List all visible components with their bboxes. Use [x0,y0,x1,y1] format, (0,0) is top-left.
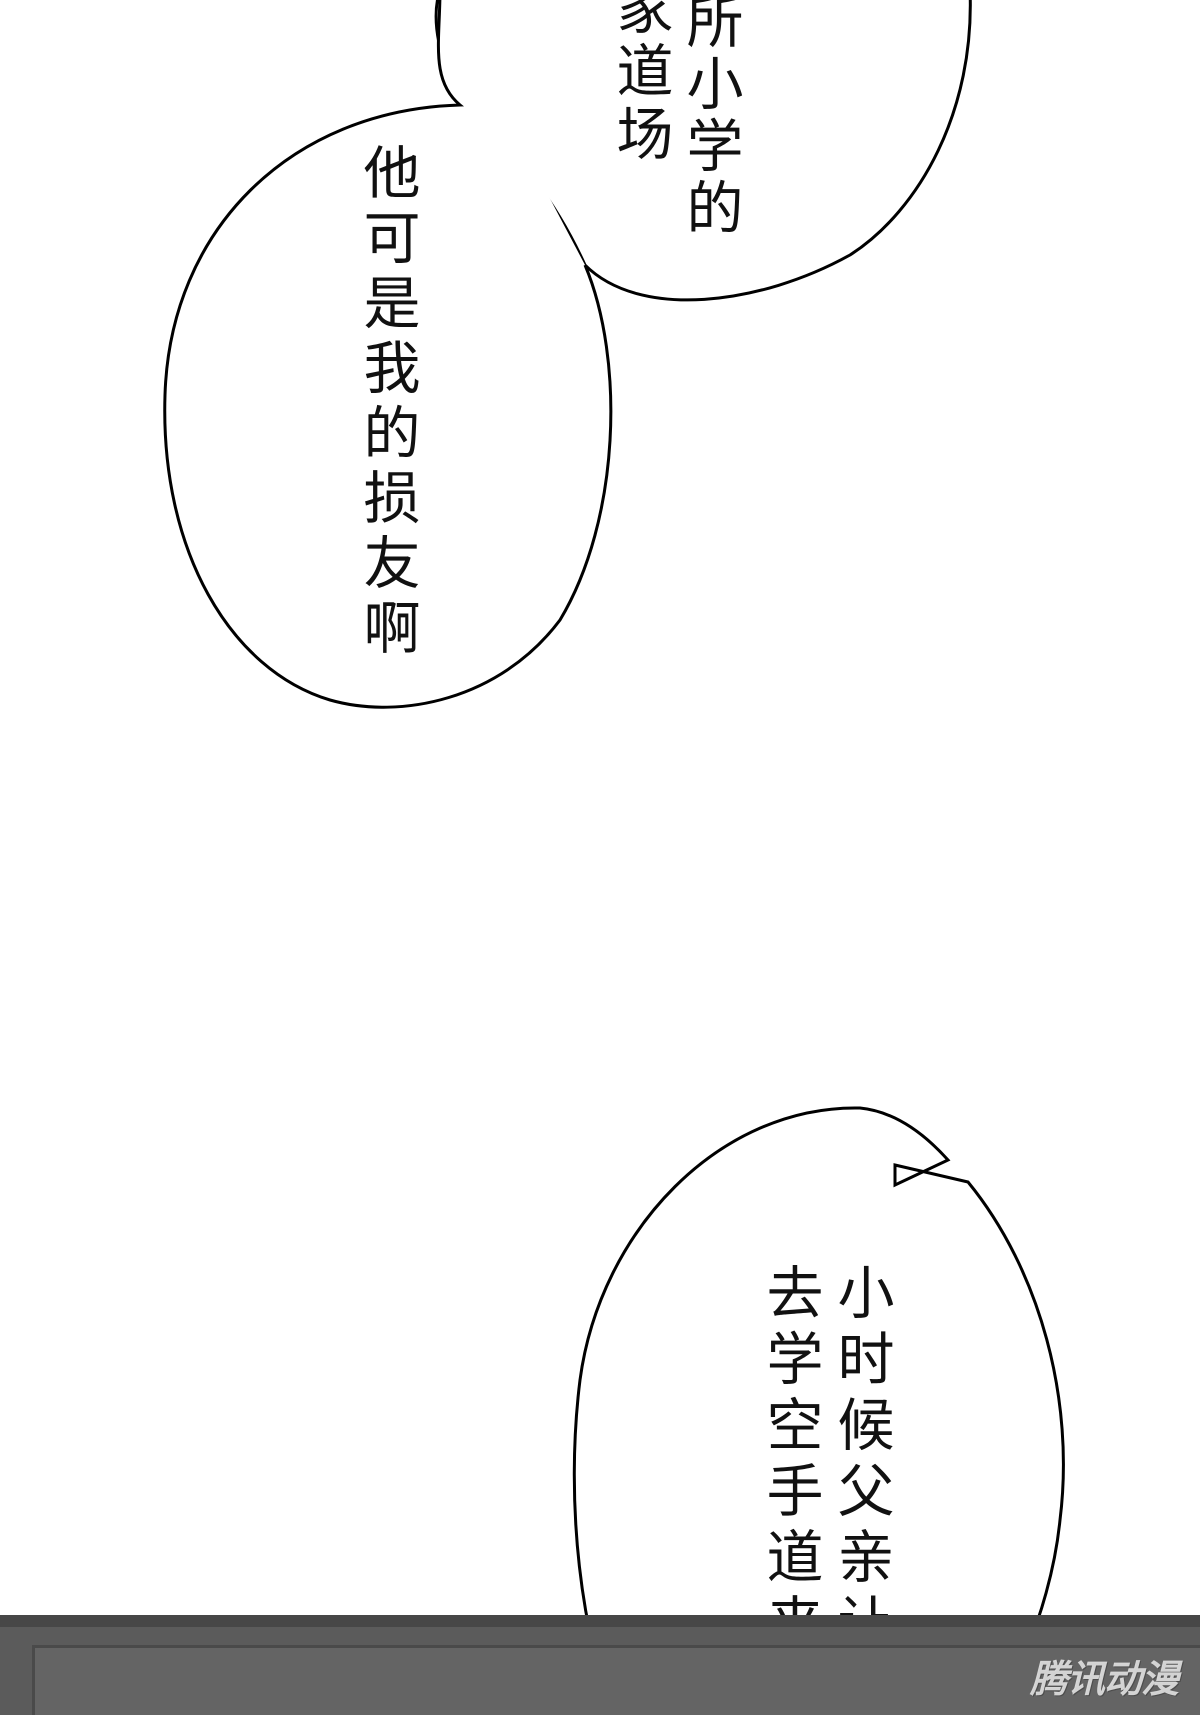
floor-strip: 腾讯动漫 [0,1615,1200,1715]
speech-bubble-middle [163,0,613,709]
floor-rail [32,1645,1200,1715]
bubble-top-line-2: 家道场 [607,0,673,167]
floor-edge [0,1615,1200,1627]
watermark-logo: 腾讯动漫 [1029,1657,1179,1701]
speech-bubble-bottom [572,1106,1065,1715]
bubble-top-line-1: 所小学的 [677,0,743,240]
bubble-middle-line-1: 他可是我的损友啊 [354,143,420,663]
